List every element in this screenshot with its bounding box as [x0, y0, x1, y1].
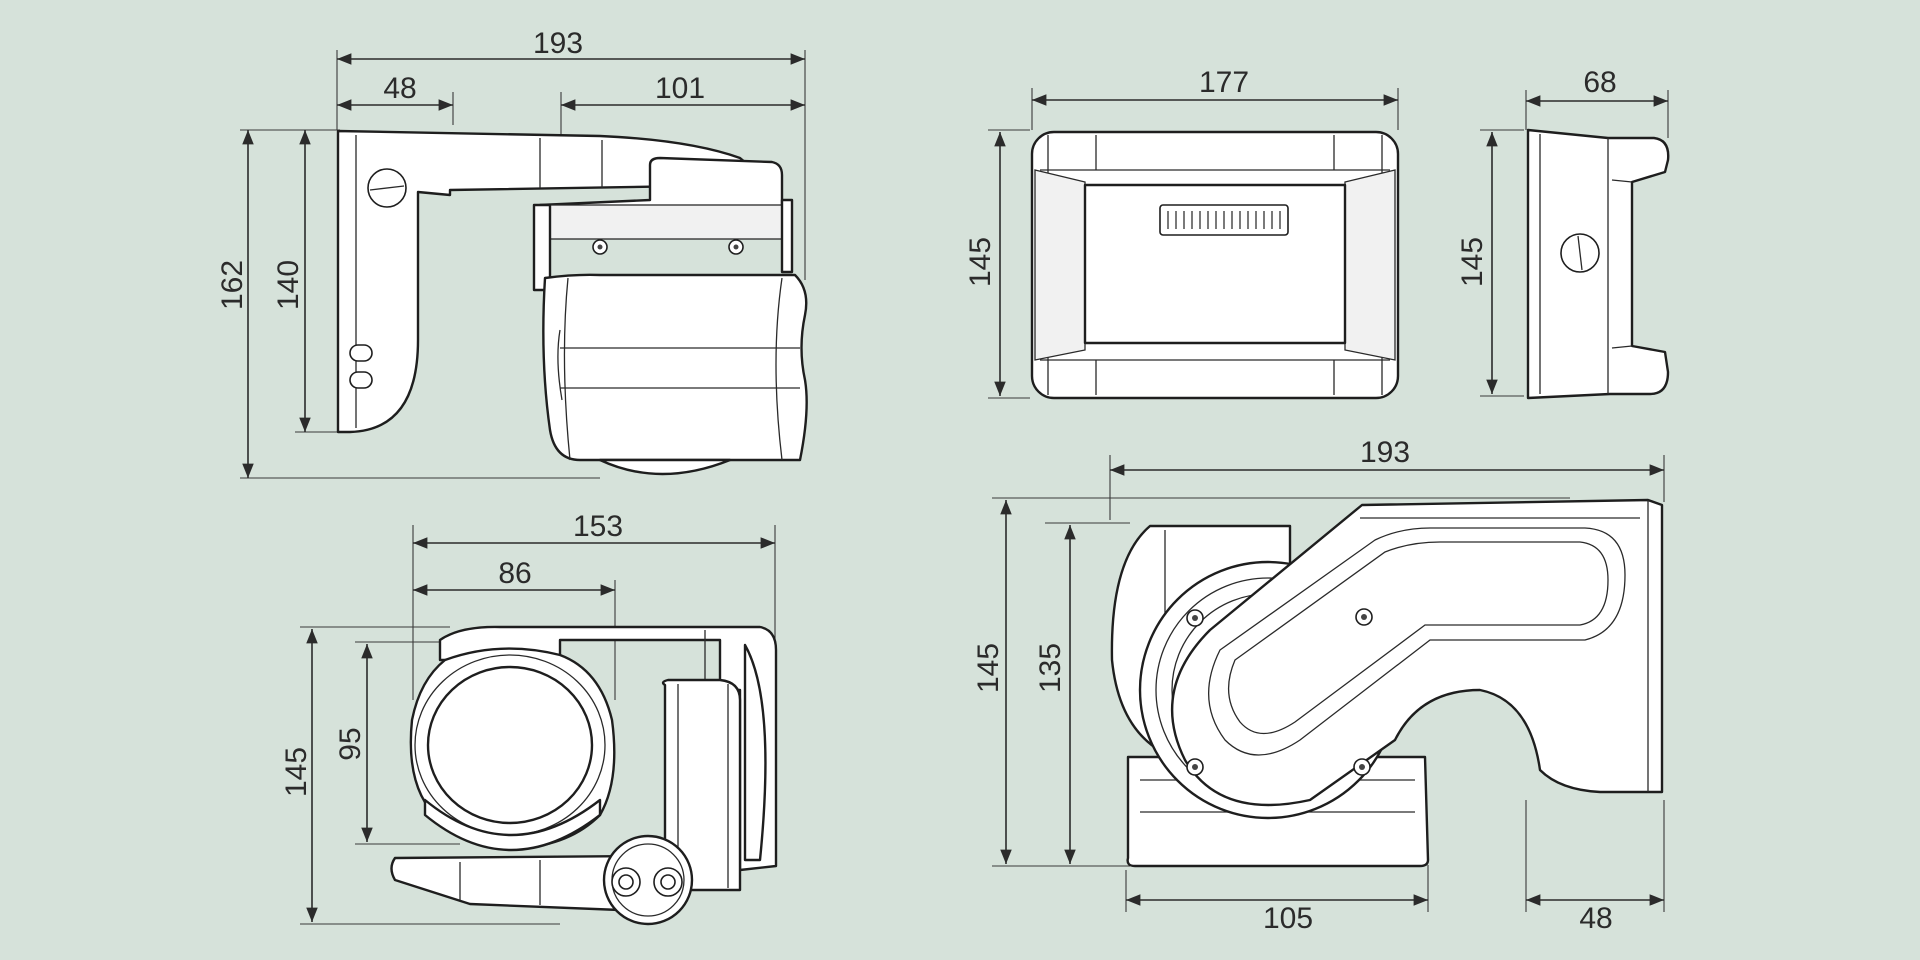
dim-95: 95: [334, 727, 367, 760]
dim-48-bottom-right: 48: [1579, 902, 1612, 935]
lens: [426, 665, 594, 825]
dim-145-front: 145: [964, 237, 997, 287]
view-front-top-middle: 177 145: [964, 66, 1400, 400]
dim-193-bottom-right: 193: [1360, 436, 1410, 469]
view-side-top-right: 68 145: [1456, 66, 1670, 400]
side-housing: [1526, 128, 1670, 400]
dim-153: 153: [573, 510, 623, 543]
dim-145-rear: 145: [280, 747, 313, 797]
dim-48-top-left: 48: [383, 72, 416, 105]
dim-101: 101: [655, 72, 705, 105]
dim-105: 105: [1263, 902, 1313, 935]
view-side-top-left: 193 48 101 162 140: [216, 27, 808, 479]
dim-68: 68: [1583, 66, 1616, 99]
dim-145-side: 145: [1456, 237, 1489, 287]
dim-145-top: 145: [972, 643, 1005, 693]
dim-177: 177: [1199, 66, 1249, 99]
dim-140: 140: [272, 260, 305, 310]
camera-body: [542, 273, 808, 462]
cable-connector: [602, 834, 694, 926]
view-top-bottom-right: 193 145 135 105 48: [972, 436, 1665, 935]
dim-86: 86: [498, 557, 531, 590]
view-rear-bottom-left: 153 86 145 95: [280, 510, 778, 926]
dim-135: 135: [1034, 643, 1067, 693]
dim-193-top-left: 193: [533, 27, 583, 60]
top-arm: [1170, 498, 1664, 807]
rear-base-plate: [390, 854, 642, 912]
rear-arm: [661, 678, 742, 892]
dim-162: 162: [216, 260, 249, 310]
